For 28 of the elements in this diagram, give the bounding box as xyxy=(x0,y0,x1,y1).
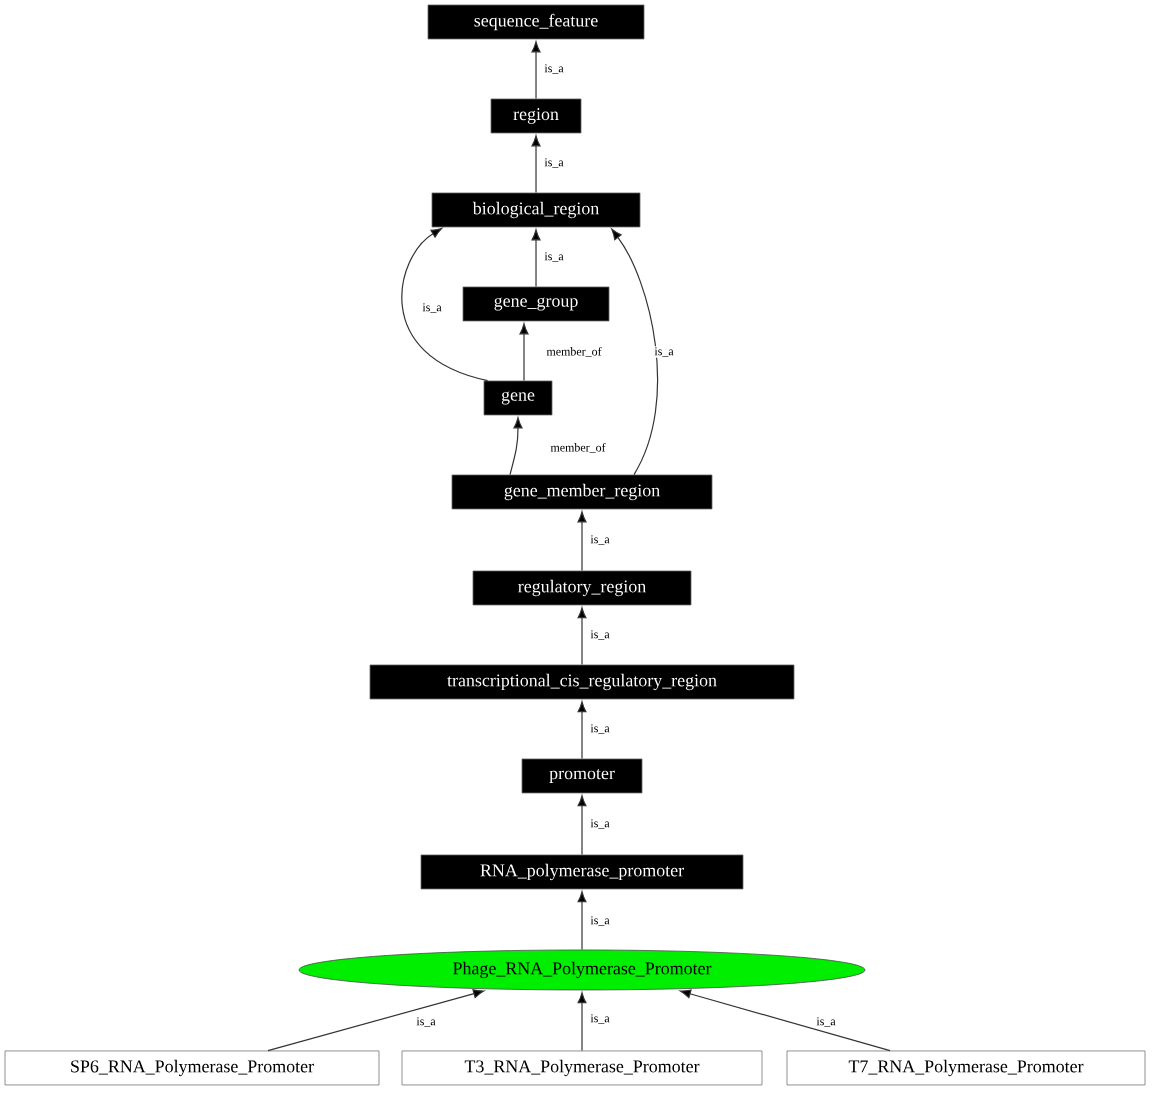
arrow xyxy=(577,607,587,666)
arrow xyxy=(531,135,541,194)
arrow xyxy=(577,511,587,572)
term-box: sequence_feature xyxy=(427,4,645,40)
term-box: region xyxy=(490,98,582,134)
term-box: promoter xyxy=(521,758,643,794)
arrow xyxy=(401,228,489,382)
term-box: T7_RNA_Polymerase_Promoter xyxy=(786,1050,1146,1086)
arrow xyxy=(611,228,658,476)
arrow xyxy=(519,323,529,382)
arrow xyxy=(577,992,587,1052)
term-box: gene xyxy=(483,380,553,416)
term-box: regulatory_region xyxy=(472,570,692,606)
arrow xyxy=(577,891,587,951)
arrow xyxy=(531,41,541,100)
arrow xyxy=(679,989,891,1052)
arrow xyxy=(267,989,485,1052)
term-box: biological_region xyxy=(431,192,641,228)
term-box: transcriptional_cis_regulatory_region xyxy=(369,664,795,700)
term-box: gene_group xyxy=(462,286,610,322)
arrow xyxy=(577,795,587,856)
arrow xyxy=(577,701,587,760)
arrow xyxy=(531,229,541,288)
term-box: RNA_polymerase_promoter xyxy=(420,854,744,890)
arrow xyxy=(509,417,523,476)
term-box: SP6_RNA_Polymerase_Promoter xyxy=(4,1050,380,1086)
term-box: T3_RNA_Polymerase_Promoter xyxy=(401,1050,763,1086)
term-box: gene_member_region xyxy=(451,474,713,510)
